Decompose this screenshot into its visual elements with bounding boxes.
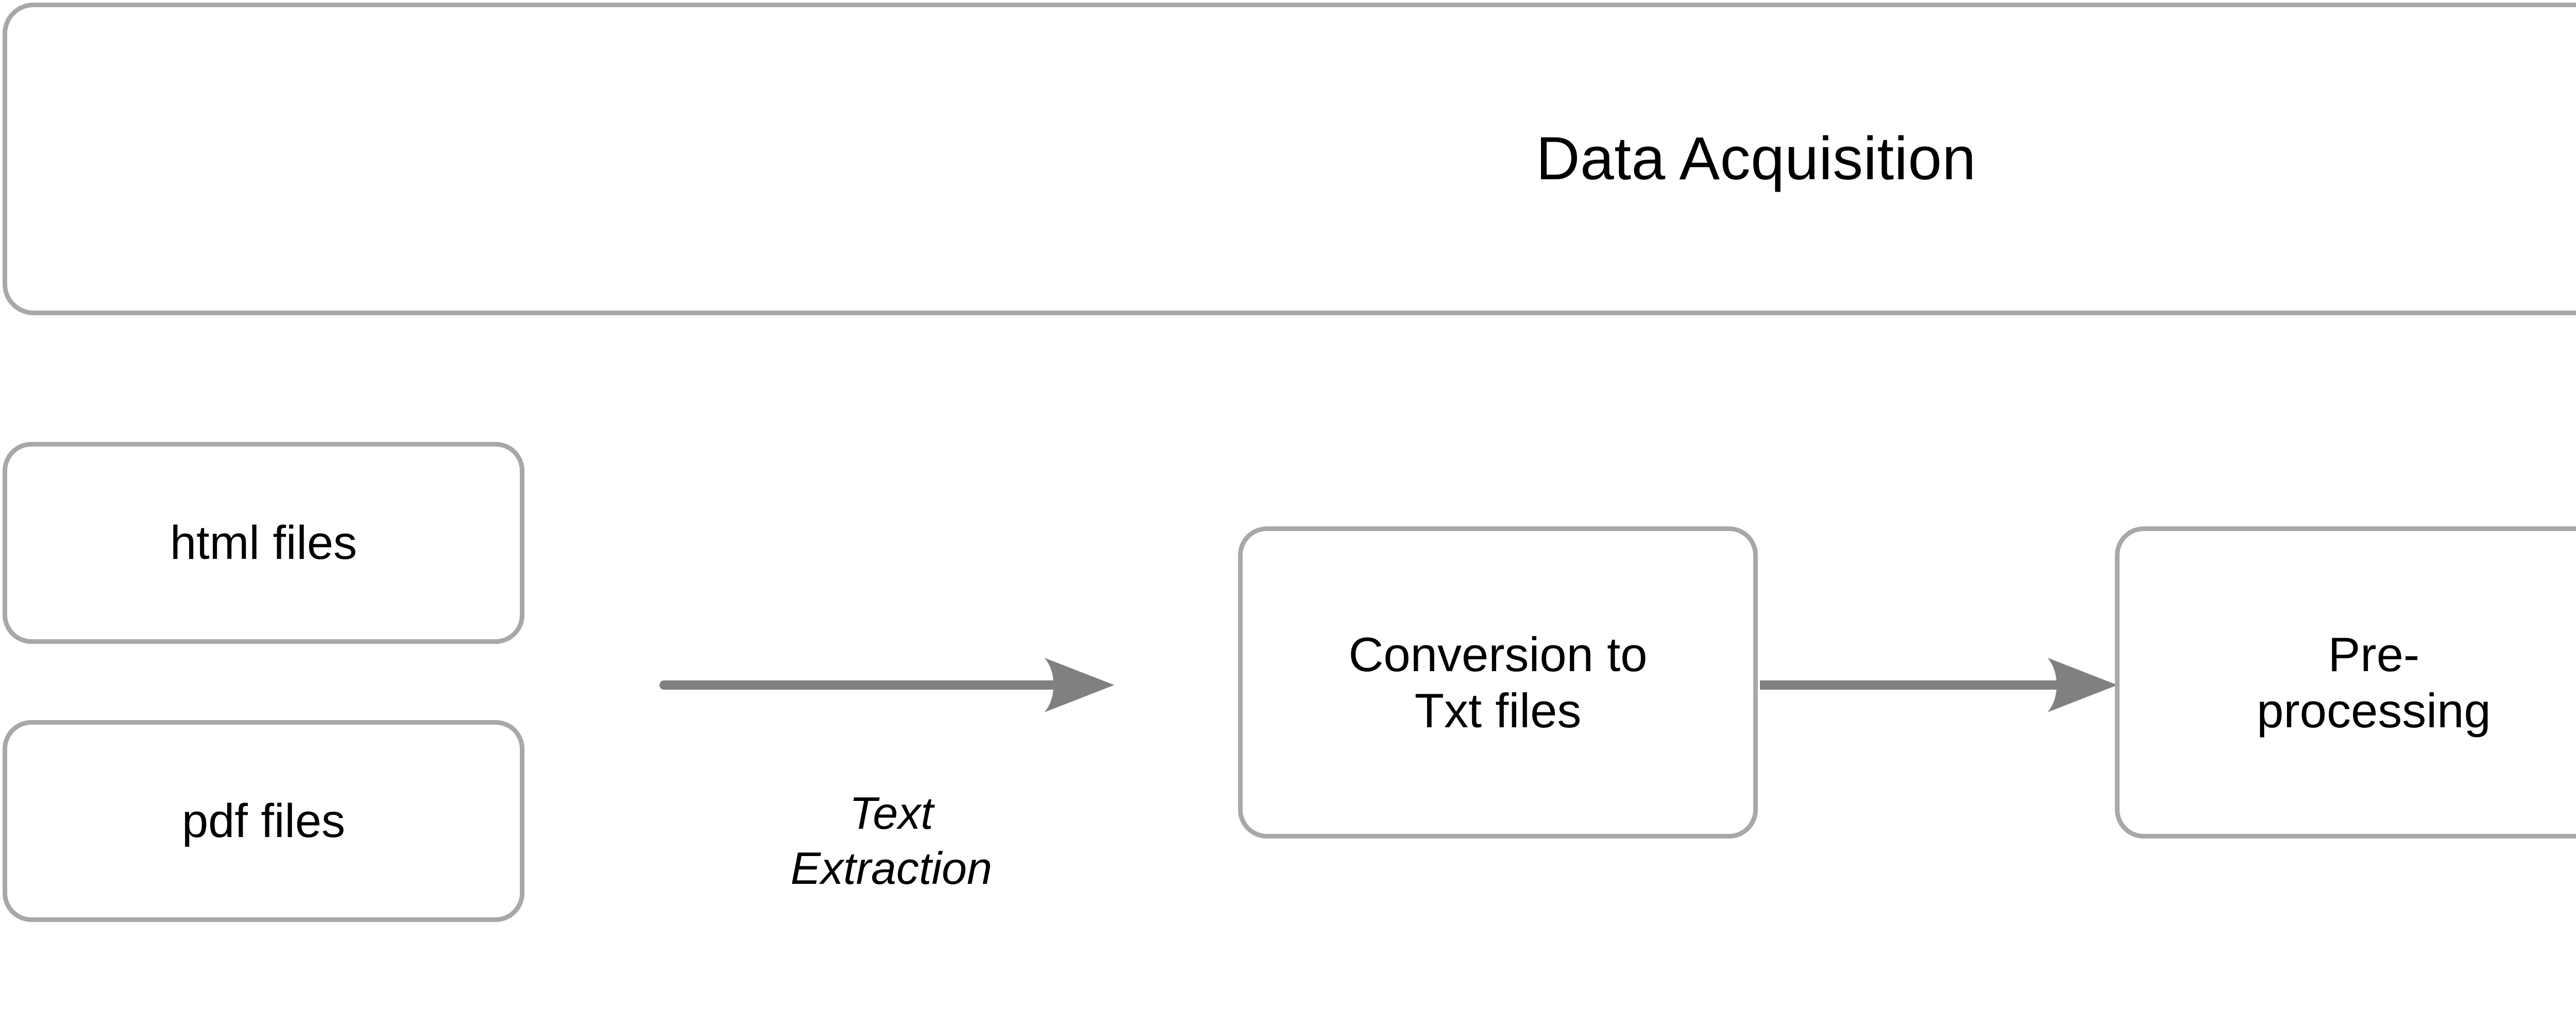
arrow-text-extraction-icon	[659, 658, 1114, 712]
step-node-conversion: Conversion to Txt files	[1238, 526, 1758, 839]
arrow-head	[1044, 658, 1114, 712]
step-label-preprocessing: Pre- processing	[2257, 627, 2491, 738]
source-node-html-files: html files	[3, 442, 524, 644]
header-title: Data Acquisition	[1536, 125, 1976, 193]
source-node-pdf-files: pdf files	[3, 720, 524, 922]
arrow-conversion-to-preprocessing	[1758, 644, 2119, 726]
header-banner: Data Acquisition	[3, 3, 2576, 315]
step-label-conversion: Conversion to Txt files	[1348, 627, 1648, 738]
source-label-html-files: html files	[170, 516, 357, 569]
arrow-text-extraction	[659, 644, 1115, 726]
source-label-pdf-files: pdf files	[181, 794, 346, 847]
arrow-head	[2047, 658, 2117, 712]
edge-label-text-extraction: Text Extraction	[790, 788, 992, 894]
step-node-preprocessing: Pre- processing	[2115, 526, 2576, 839]
arrow-conversion-to-preprocessing-icon	[1760, 658, 2117, 712]
